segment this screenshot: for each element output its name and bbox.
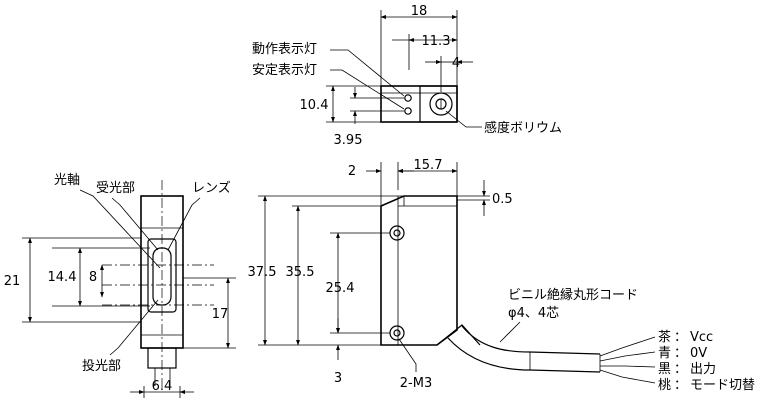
emitter-label: 投光部	[82, 358, 121, 374]
wire-blue-row: 青 ： 0V	[658, 346, 707, 361]
wire-pink-color: 桃	[658, 378, 671, 393]
dim-2-label: 2	[348, 164, 356, 179]
side-view: 2 15.7 0.5 37.5 35.5 25.4 3 2-M3 ビニル絶縁丸形	[248, 158, 656, 391]
wire-black-sep: ：	[674, 362, 687, 377]
dim-25-4-label: 25.4	[326, 281, 355, 296]
dim-18-label: 18	[411, 4, 428, 19]
front-view: 21 14.4 8 17 6.4 光軸 受光部 レンズ 投光部	[4, 173, 236, 398]
wire-blue-function: 0V	[690, 346, 707, 361]
dim-21-label: 21	[4, 274, 21, 289]
receiver-label: 受光部	[96, 181, 135, 196]
wire-legend: 茶 ： Vcc 青 ： 0V 黒 ： 出力 桃 ： モード切替	[658, 329, 755, 393]
dim-37-5-label: 37.5	[248, 265, 277, 280]
dim-3-95-label: 3.95	[334, 133, 363, 148]
dim-8-label: 8	[89, 270, 97, 285]
dim-4-label: 4	[452, 56, 460, 71]
cable-type-label: ビニル絶縁丸形コード	[508, 287, 638, 303]
wire-brown-function: Vcc	[690, 330, 713, 345]
wire-brown-color: 茶	[658, 329, 671, 345]
lens-label: レンズ	[192, 180, 231, 196]
dim-3-label: 3	[334, 371, 342, 386]
stability-led-label: 安定表示灯	[252, 63, 317, 78]
dim-0-5-label: 0.5	[492, 192, 513, 207]
dim-10-4-label: 10.4	[300, 98, 329, 113]
wire-blue-sep: ：	[674, 346, 687, 361]
sensitivity-knob-label: 感度ボリウム	[484, 120, 562, 136]
top-view: 18 11.3 4 10.4 3.95 動作表示灯 安定表示灯	[252, 4, 562, 148]
wire-brown-sep: ：	[674, 330, 687, 345]
optical-axis-label: 光軸	[54, 173, 80, 188]
cable-spec-label: φ4、4芯	[508, 306, 559, 321]
wire-blue-color: 青	[658, 346, 671, 361]
dim-6-4-label: 6.4	[152, 379, 173, 394]
operation-led-label: 動作表示灯	[252, 42, 317, 57]
dim-11-3-label: 11.3	[422, 34, 451, 49]
dim-14-4-label: 14.4	[48, 270, 77, 285]
wire-brown-row: 茶 ： Vcc	[658, 329, 713, 345]
wire-pink-sep: ：	[674, 378, 687, 393]
mount-screw-label: 2-M3	[400, 376, 432, 391]
wire-pink-row: 桃 ： モード切替	[658, 378, 755, 393]
wire-pink-function: モード切替	[690, 378, 755, 393]
dim-15-7-label: 15.7	[414, 158, 443, 173]
wire-black-color: 黒	[658, 362, 671, 377]
dim-17-label: 17	[212, 307, 229, 322]
dim-35-5-label: 35.5	[286, 265, 315, 280]
wire-black-function: 出力	[690, 362, 716, 377]
wire-black-row: 黒 ： 出力	[658, 362, 716, 377]
